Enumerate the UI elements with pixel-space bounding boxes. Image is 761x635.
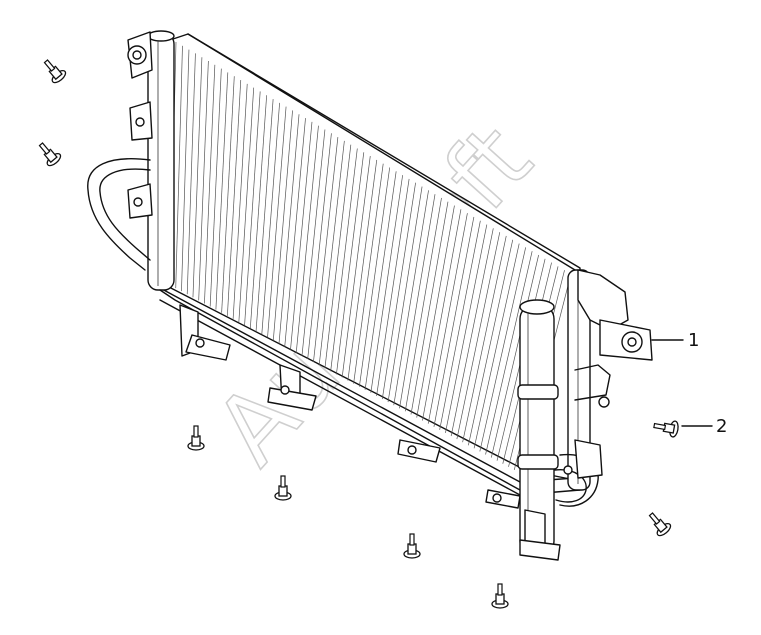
fin-line [353, 163, 384, 384]
fin-line [290, 121, 313, 350]
callout-1-label: 1 [688, 330, 699, 351]
left-mid-brackets [127, 101, 153, 219]
fin-line [462, 235, 507, 443]
fin-line [410, 201, 449, 415]
fin-line [456, 232, 501, 440]
fin-line [490, 254, 539, 458]
fin-line [244, 91, 261, 326]
loose-bolts [38, 59, 679, 609]
callout-1: 1 [651, 330, 699, 351]
fin-line [485, 251, 533, 455]
fin-line [376, 178, 410, 397]
fin-line [364, 171, 397, 390]
fin-line [186, 53, 196, 295]
fin-line [272, 110, 293, 341]
fin-line [370, 175, 403, 393]
left-top-bracket [127, 31, 153, 79]
bolt-icon [491, 583, 509, 609]
fin-line [473, 243, 520, 449]
fin-line [324, 144, 352, 369]
fin-line [181, 49, 190, 292]
fin-line [238, 87, 255, 323]
callout-2: 2 [681, 416, 727, 437]
right-pipes [554, 364, 611, 507]
fin-line [232, 83, 248, 319]
fin-line [295, 125, 319, 353]
fin-line [318, 140, 345, 366]
fin-line [278, 114, 300, 344]
fin-line [204, 64, 216, 304]
bolt-icon [274, 475, 292, 501]
fin-line [445, 224, 488, 434]
fin-line [249, 95, 268, 329]
fin-line [313, 137, 339, 363]
bolt-icon [43, 59, 67, 84]
fin-line [393, 190, 429, 406]
fin-line [422, 209, 462, 421]
fin-line [198, 61, 209, 301]
fin-line [330, 148, 358, 372]
fin-line [336, 152, 365, 375]
fin-line [399, 194, 436, 409]
condenser-fins [169, 41, 572, 474]
fin-line [468, 239, 514, 446]
bolt-icon [38, 142, 62, 167]
fin-line [192, 57, 203, 298]
fin-line [427, 213, 468, 424]
bottom-frame [159, 289, 521, 509]
fin-line [381, 182, 416, 400]
bolt-icon [403, 533, 421, 559]
fin-line [387, 186, 423, 403]
fin-line [433, 216, 475, 427]
fin-line [416, 205, 455, 418]
fin-line [439, 220, 481, 430]
fin-line [450, 228, 494, 437]
fin-line [341, 156, 371, 378]
fin-line [301, 129, 326, 356]
bolt-icon [187, 425, 205, 451]
left-tank [147, 30, 175, 291]
condenser-core [159, 33, 581, 496]
fin-line [215, 72, 229, 310]
left-hose [87, 158, 151, 271]
bolt-icon [648, 512, 672, 537]
fin-line [284, 118, 306, 347]
fin-line [479, 247, 527, 452]
fin-line [358, 167, 391, 387]
fin-line [221, 76, 235, 313]
drier-feet [519, 509, 561, 561]
fin-line [267, 106, 287, 338]
fin-line [227, 80, 242, 316]
fin-line [307, 133, 332, 360]
fin-line [175, 45, 183, 289]
fin-line [209, 68, 222, 307]
bolt-icon [653, 420, 679, 438]
callout-2-label: 2 [716, 416, 727, 437]
fin-line [404, 197, 442, 412]
fin-line [347, 159, 378, 381]
fin-line [255, 99, 274, 332]
right-top-bracket [577, 269, 653, 361]
fin-line [261, 102, 280, 335]
